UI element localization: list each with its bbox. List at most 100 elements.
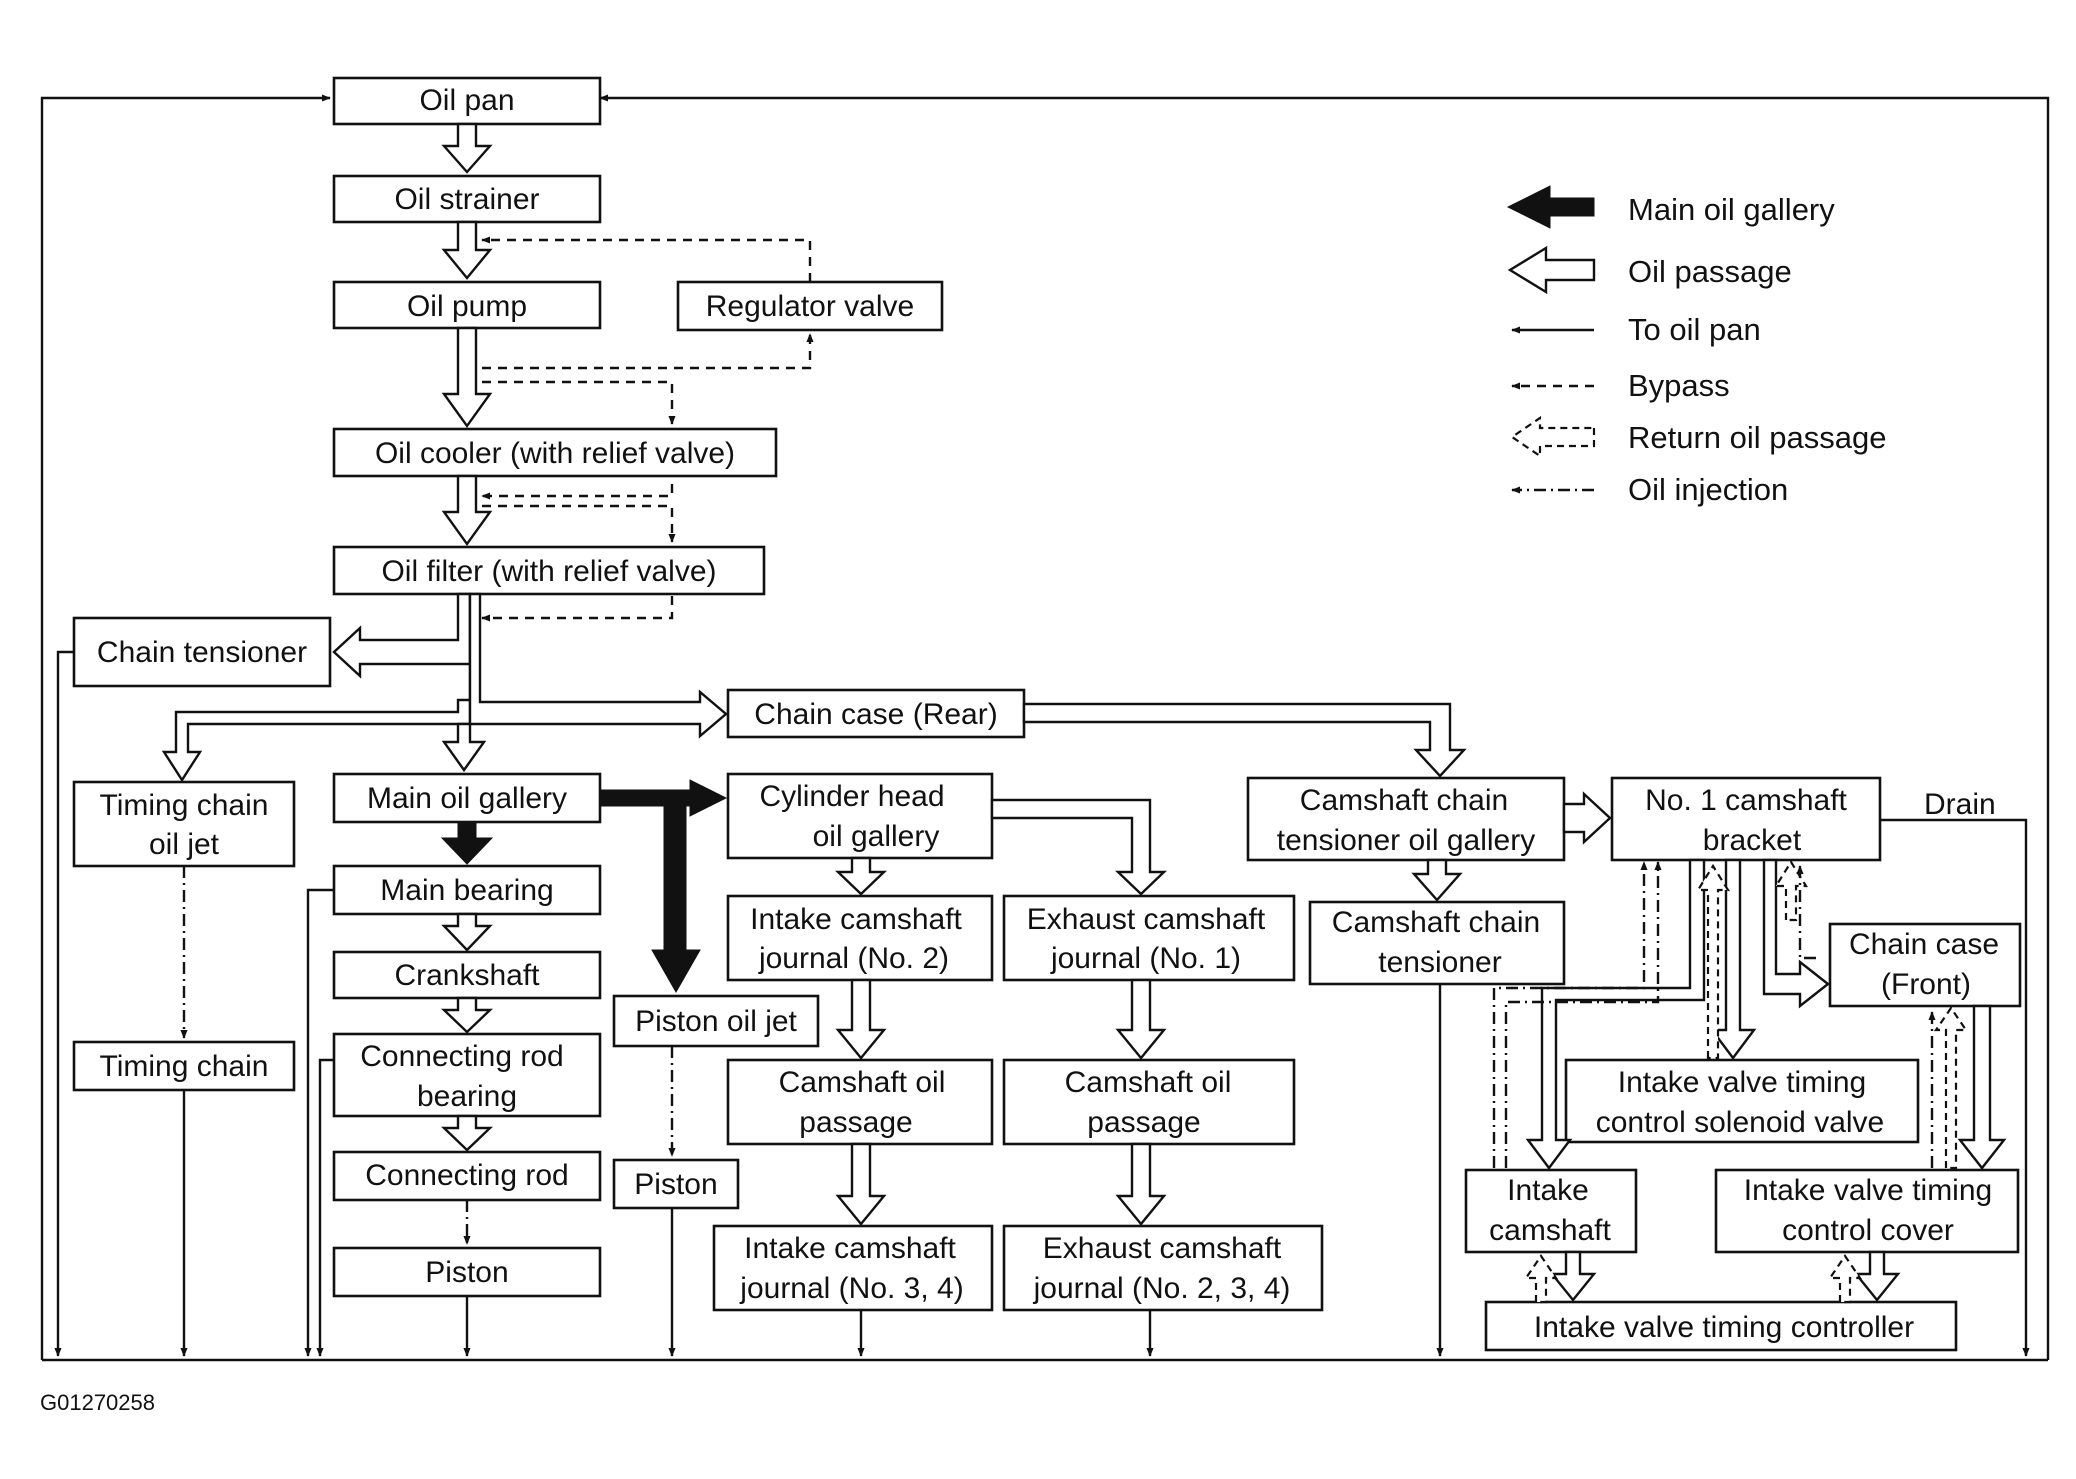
- box-regulator-valve: Regulator valve: [676, 280, 944, 332]
- box-camshaft-chain-tensioner-oil-gallery: Camshaft chain tensioner oil gallery: [1246, 776, 1566, 862]
- box-exhaust-camshaft-journal-234: Exhaust camshaft journal (No. 2, 3, 4): [1002, 1224, 1324, 1312]
- legend-oil-passage-label: Oil passage: [1628, 254, 1792, 289]
- box-intake-camshaft-journal-34: Intake camshaft journal (No. 3, 4): [712, 1224, 994, 1312]
- bypass-lines: [481, 236, 814, 622]
- chain-tensioner-label: Chain tensioner: [97, 636, 307, 669]
- cop2-line2: passage: [1087, 1106, 1200, 1139]
- box-chain-case-rear: Chain case (Rear): [726, 688, 1026, 739]
- box-piston-left: Piston: [332, 1246, 602, 1298]
- legend-return-oil-passage-label: Return oil passage: [1628, 420, 1887, 455]
- cctog-line2: tensioner oil gallery: [1277, 824, 1535, 857]
- box-intake-camshaft: Intake camshaft: [1464, 1168, 1638, 1254]
- timing-chain-label: Timing chain: [100, 1050, 269, 1083]
- oil-cooler-label: Oil cooler (with relief valve): [375, 437, 735, 470]
- box-exhaust-camshaft-journal-1: Exhaust camshaft journal (No. 1): [1002, 894, 1296, 982]
- ivtcc-line2: control cover: [1782, 1214, 1954, 1247]
- hollow-arrow-icon: [1507, 245, 1596, 295]
- oil-injection-lines: [180, 861, 1936, 1245]
- ecj234-line1: Exhaust camshaft: [1043, 1232, 1282, 1265]
- piston-left-label: Piston: [425, 1256, 508, 1289]
- box-piston-oil-jet: Piston oil jet: [612, 994, 820, 1048]
- chain-case-rear-label: Chain case (Rear): [754, 698, 997, 731]
- cct-line2: tensioner: [1378, 946, 1501, 979]
- piston-mid-label: Piston: [634, 1168, 717, 1201]
- return-to-oil-pan-frame: [40, 94, 2050, 1362]
- legend-oil-injection-label: Oil injection: [1628, 472, 1788, 507]
- box-oil-pump: Oil pump: [332, 280, 602, 330]
- regulator-valve-label: Regulator valve: [706, 290, 914, 323]
- box-ivt-solenoid-valve: Intake valve timing control solenoid val…: [1564, 1058, 1920, 1144]
- no1-bracket-line1: No. 1 camshaft: [1645, 784, 1847, 817]
- box-connecting-rod-bearing: Connecting rod bearing: [332, 1032, 602, 1118]
- solid-thick-arrow-icon: [1506, 185, 1595, 229]
- ic-line2: camshaft: [1489, 1214, 1611, 1247]
- box-camshaft-chain-tensioner: Camshaft chain tensioner: [1308, 900, 1566, 986]
- drain-label: Drain: [1924, 788, 1996, 821]
- ecj234-line2: journal (No. 2, 3, 4): [1033, 1272, 1291, 1305]
- crankshaft-label: Crankshaft: [394, 959, 540, 992]
- con-rod-bearing-line1: Connecting rod: [360, 1040, 563, 1073]
- box-main-oil-gallery: Main oil gallery: [332, 772, 602, 824]
- oil-filter-label: Oil filter (with relief valve): [381, 555, 716, 588]
- box-chain-case-front: Chain case (Front): [1828, 922, 2022, 1008]
- box-oil-cooler: Oil cooler (with relief valve): [332, 427, 778, 478]
- box-ivt-control-cover: Intake valve timing control cover: [1714, 1168, 2020, 1254]
- box-timing-chain: Timing chain: [72, 1040, 296, 1092]
- box-cylinder-head-oil-gallery: Cylinder head oil gallery: [726, 772, 994, 860]
- no1-bracket-line2: bracket: [1703, 824, 1802, 857]
- icj34-line2: journal (No. 3, 4): [739, 1272, 963, 1305]
- oil-passage-arrows: [161, 122, 2007, 1302]
- ivtc-label: Intake valve timing controller: [1534, 1311, 1914, 1344]
- timing-chain-oil-jet-line1: Timing chain: [100, 789, 269, 822]
- ivtsv-line1: Intake valve timing: [1618, 1066, 1866, 1099]
- to-oil-pan-lines: [54, 650, 2030, 1357]
- oil-pan-label: Oil pan: [419, 84, 514, 117]
- cct-line1: Camshaft chain: [1332, 906, 1540, 939]
- ivtsv-line2: control solenoid valve: [1596, 1106, 1885, 1139]
- box-timing-chain-oil-jet: Timing chain oil jet: [72, 780, 296, 868]
- piston-oil-jet-label: Piston oil jet: [635, 1005, 797, 1038]
- con-rod-bearing-line2: bearing: [417, 1080, 517, 1113]
- main-oil-gallery-label: Main oil gallery: [367, 782, 567, 815]
- legend: Main oil gallery Oil passage To oil pan …: [1506, 185, 1887, 507]
- oil-strainer-label: Oil strainer: [394, 183, 539, 216]
- main-oil-gallery-arrows: [440, 779, 728, 994]
- icj2-line1: Intake camshaft: [750, 903, 962, 936]
- box-main-bearing: Main bearing: [332, 864, 602, 916]
- box-ivt-controller: Intake valve timing controller: [1484, 1300, 1958, 1352]
- box-chain-tensioner: Chain tensioner: [72, 616, 332, 688]
- cylinder-head-line2: oil gallery: [813, 820, 940, 853]
- box-no1-camshaft-bracket: No. 1 camshaft bracket: [1610, 776, 1882, 862]
- cctog-line1: Camshaft chain: [1300, 784, 1508, 817]
- dashed-hollow-arrow-icon: [1510, 415, 1596, 459]
- box-camshaft-oil-passage-1: Camshaft oil passage: [726, 1058, 994, 1146]
- legend-to-oil-pan-label: To oil pan: [1628, 312, 1761, 347]
- ecj1-line2: journal (No. 1): [1050, 942, 1241, 975]
- ivtcc-line1: Intake valve timing: [1744, 1174, 1992, 1207]
- ic-line1: Intake: [1507, 1174, 1589, 1207]
- legend-main-oil-gallery-label: Main oil gallery: [1628, 192, 1835, 227]
- ccf-line1: Chain case: [1849, 928, 1999, 961]
- cylinder-head-line1: Cylinder head: [759, 780, 944, 813]
- legend-bypass-label: Bypass: [1628, 368, 1730, 403]
- box-connecting-rod: Connecting rod: [332, 1150, 602, 1202]
- cop1-line2: passage: [799, 1106, 912, 1139]
- icj34-line1: Intake camshaft: [744, 1232, 956, 1265]
- box-oil-strainer: Oil strainer: [332, 174, 602, 224]
- box-piston-mid: Piston: [612, 1158, 740, 1210]
- cop2-line1: Camshaft oil: [1065, 1066, 1232, 1099]
- oil-pump-label: Oil pump: [407, 290, 527, 323]
- box-crankshaft: Crankshaft: [332, 950, 602, 1000]
- main-bearing-label: Main bearing: [380, 874, 553, 907]
- ccf-line2: (Front): [1881, 968, 1971, 1001]
- box-camshaft-oil-passage-2: Camshaft oil passage: [1002, 1058, 1296, 1146]
- icj2-line2: journal (No. 2): [758, 942, 949, 975]
- figure-code: G01270258: [40, 1390, 155, 1415]
- connecting-rod-label: Connecting rod: [365, 1159, 568, 1192]
- cop1-line1: Camshaft oil: [779, 1066, 946, 1099]
- ecj1-line1: Exhaust camshaft: [1027, 903, 1266, 936]
- box-oil-filter: Oil filter (with relief valve): [332, 545, 766, 596]
- timing-chain-oil-jet-line2: oil jet: [149, 828, 220, 861]
- box-oil-pan: Oil pan: [332, 76, 602, 126]
